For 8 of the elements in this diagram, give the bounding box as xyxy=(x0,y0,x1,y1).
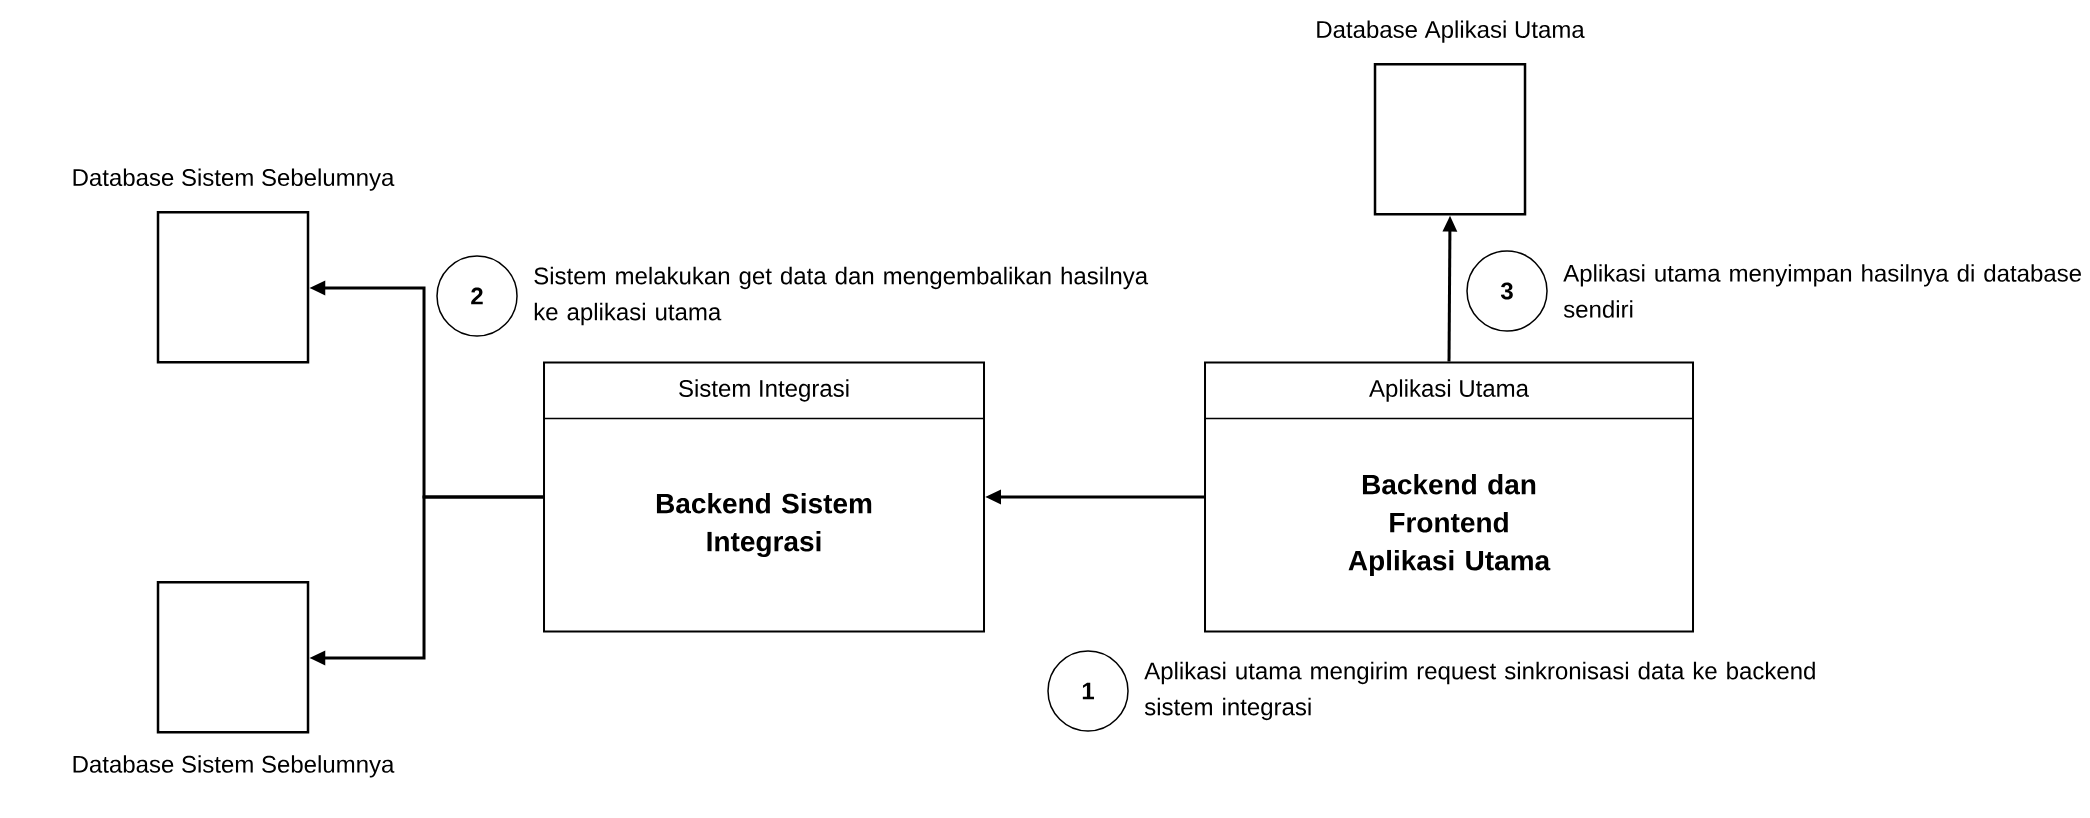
step-description: Aplikasi utama menyimpan hasilnya di database sendiri xyxy=(1563,264,2081,318)
component-box: Aplikasi Utama Backend dan Frontend Aplikasi Utama xyxy=(1204,361,1694,633)
step-description: Aplikasi utama mengirim request sinkronisasi data ke backend sistem integrasi xyxy=(1144,661,1815,721)
database-label: Database Aplikasi Utama xyxy=(1317,20,1585,43)
component-box: Sistem Integrasi Backend Sistem Integrasi xyxy=(543,361,985,633)
step-description: Sistem melakukan get data dan mengembalikan hasilnya ke aplikasi utama xyxy=(534,266,1149,326)
database-label: Database Sistem Sebelumnya xyxy=(73,755,395,778)
database-label: Database Sistem Sebelumnya xyxy=(73,168,395,191)
